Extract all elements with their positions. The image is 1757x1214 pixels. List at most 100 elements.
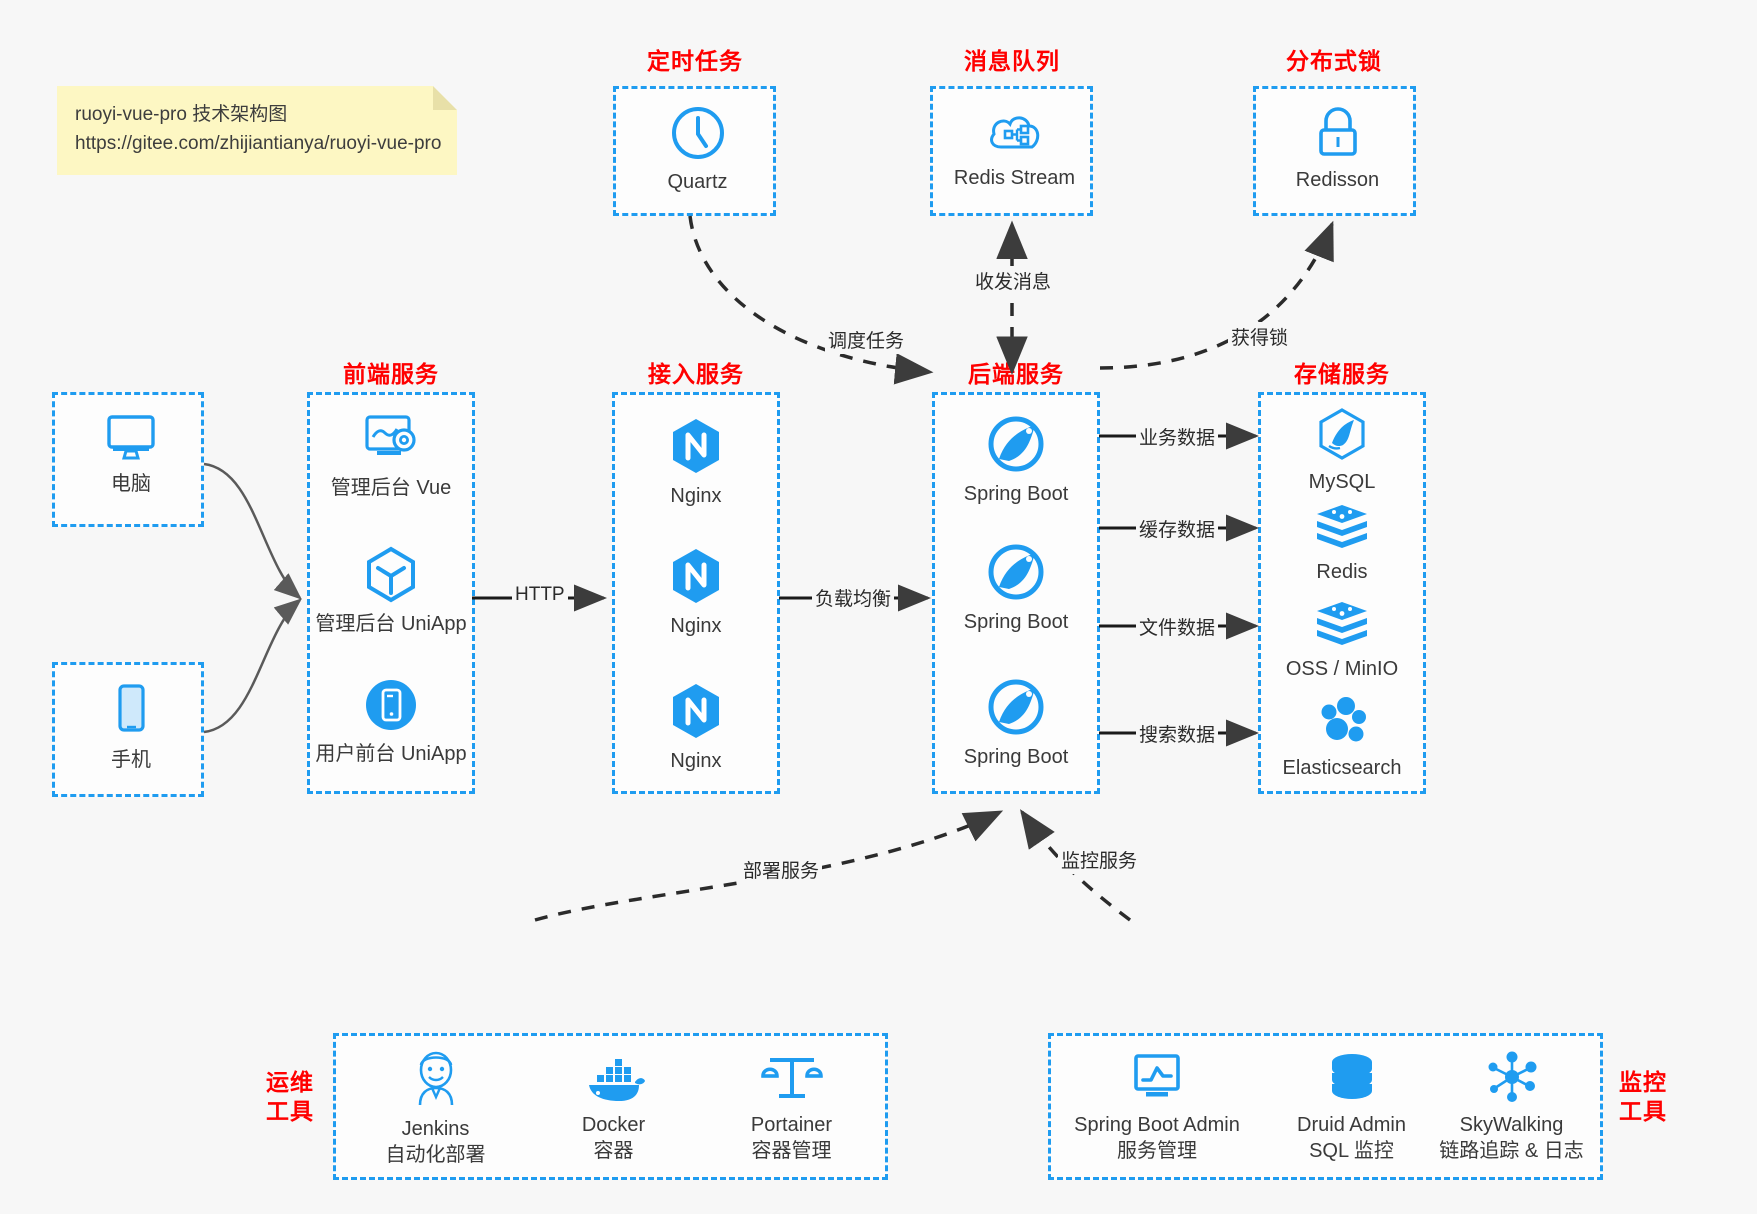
- node-mysql[interactable]: MySQL: [1261, 407, 1423, 495]
- node-desktop[interactable]: 电脑: [55, 411, 207, 497]
- node-label: Redisson: [1295, 169, 1380, 191]
- group-title-distributed-lock: 分布式锁: [1286, 48, 1382, 74]
- group-title-devops: 运维 工具: [255, 1068, 325, 1126]
- lock-icon: [1318, 107, 1357, 156]
- node-jenkins[interactable]: Jenkins 自动化部署: [348, 1048, 523, 1168]
- node-elasticsearch[interactable]: Elasticsearch: [1261, 695, 1423, 781]
- node-label: SkyWalking: [1459, 1114, 1564, 1136]
- node-nginx-1[interactable]: Nginx: [615, 417, 777, 509]
- node-label: Spring Boot: [963, 746, 1069, 768]
- node-label: MySQL: [1308, 471, 1376, 493]
- dashboard-gear-icon: [365, 415, 416, 455]
- group-title-storage: 存储服务: [1294, 361, 1390, 387]
- node-redis-stream[interactable]: Redis Stream: [933, 107, 1096, 191]
- node-admin-uniapp[interactable]: 管理后台 UniApp: [310, 545, 472, 637]
- node-label: Druid Admin: [1297, 1114, 1406, 1136]
- node-spring-boot-1[interactable]: Spring Boot: [935, 415, 1097, 507]
- group-title-frontend: 前端服务: [343, 361, 439, 387]
- node-label: 用户前台 UniApp: [315, 743, 467, 765]
- node-sublabel: 自动化部署: [385, 1144, 486, 1166]
- node-mobile[interactable]: 手机: [55, 683, 207, 773]
- database-cylinder-icon: [1331, 1054, 1372, 1099]
- edge-label-schedule: 调度任务: [825, 325, 908, 354]
- note-line-1: ruoyi-vue-pro 技术架构图: [75, 104, 288, 125]
- node-spring-boot-admin[interactable]: Spring Boot Admin 服务管理: [1057, 1052, 1257, 1164]
- edge-label-file-data: 文件数据: [1136, 612, 1219, 641]
- clock-icon: [671, 107, 724, 159]
- cloud-network-icon: [989, 116, 1039, 149]
- group-client-desktop[interactable]: 电脑: [52, 392, 204, 527]
- node-label: 电脑: [111, 473, 151, 495]
- group-distributed-lock[interactable]: Redisson: [1253, 86, 1416, 216]
- node-label: 管理后台 Vue: [330, 477, 452, 499]
- node-redisson[interactable]: Redisson: [1256, 105, 1419, 193]
- mobile-circle-icon: [366, 680, 416, 730]
- node-label: Quartz: [667, 171, 728, 193]
- group-devops-tools[interactable]: Jenkins 自动化部署 Docker 容器: [333, 1033, 888, 1180]
- group-title-scheduled-task: 定时任务: [647, 48, 743, 74]
- node-label: Nginx: [670, 615, 722, 637]
- node-label: 管理后台 UniApp: [315, 613, 467, 635]
- devops-title-line-1: 运维: [266, 1069, 314, 1095]
- group-title-gateway: 接入服务: [648, 361, 744, 387]
- mysql-dolphin-icon: [1319, 408, 1365, 460]
- redis-stack-icon: [1317, 602, 1367, 645]
- group-title-message-queue: 消息队列: [964, 48, 1060, 74]
- network-nodes-icon: [1488, 1051, 1536, 1102]
- node-label: Redis Stream: [953, 167, 1076, 189]
- group-title-monitoring: 监控 工具: [1608, 1068, 1678, 1126]
- redis-stack-icon: [1317, 505, 1367, 548]
- edge-label-lock: 获得锁: [1228, 322, 1292, 351]
- edge-label-mq: 收发消息: [972, 266, 1055, 295]
- cube-icon: [367, 546, 415, 603]
- scales-icon: [760, 1058, 823, 1098]
- node-druid-admin[interactable]: Druid Admin SQL 监控: [1264, 1052, 1439, 1164]
- node-skywalking[interactable]: SkyWalking 链路追踪 & 日志: [1419, 1050, 1604, 1164]
- note-line-2: https://gitee.com/zhijiantianya/ruoyi-vu…: [75, 133, 442, 155]
- monitoring-title-line-1: 监控: [1619, 1069, 1667, 1095]
- node-label: Nginx: [670, 485, 722, 507]
- node-docker[interactable]: Docker 容器: [526, 1056, 701, 1164]
- nginx-icon: [673, 684, 719, 738]
- group-scheduled-task[interactable]: Quartz: [613, 86, 776, 216]
- node-nginx-3[interactable]: Nginx: [615, 682, 777, 774]
- node-user-uniapp[interactable]: 用户前台 UniApp: [310, 677, 472, 767]
- group-storage[interactable]: MySQL Redis OSS / MinIO: [1258, 392, 1426, 794]
- node-label: Docker: [581, 1114, 646, 1136]
- monitor-chart-icon: [1134, 1054, 1180, 1097]
- group-title-backend: 后端服务: [968, 361, 1064, 387]
- node-sublabel: 服务管理: [1117, 1140, 1197, 1162]
- devops-title-line-2: 工具: [266, 1097, 314, 1124]
- node-label: Elasticsearch: [1282, 757, 1402, 779]
- node-label: Redis: [1316, 561, 1368, 583]
- node-oss-minio[interactable]: OSS / MinIO: [1261, 600, 1423, 682]
- group-monitoring-tools[interactable]: Spring Boot Admin 服务管理 Druid Admin SQL 监…: [1048, 1033, 1603, 1180]
- monitoring-title-line-2: 工具: [1619, 1097, 1667, 1124]
- sticky-note: ruoyi-vue-pro 技术架构图 https://gitee.com/zh…: [57, 86, 457, 175]
- node-admin-vue[interactable]: 管理后台 Vue: [310, 413, 472, 501]
- nginx-icon: [673, 549, 719, 603]
- nginx-icon: [673, 419, 719, 473]
- node-portainer[interactable]: Portainer 容器管理: [704, 1050, 879, 1164]
- node-spring-boot-3[interactable]: Spring Boot: [935, 678, 1097, 770]
- elasticsearch-icon: [1321, 697, 1366, 742]
- node-spring-boot-2[interactable]: Spring Boot: [935, 543, 1097, 635]
- edge-label-deploy: 部署服务: [740, 855, 823, 884]
- group-frontend[interactable]: 管理后台 Vue 管理后台 UniApp 用户前台 UniApp: [307, 392, 475, 794]
- docker-whale-icon: [588, 1059, 645, 1101]
- node-sublabel: SQL 监控: [1309, 1140, 1394, 1162]
- node-redis[interactable]: Redis: [1261, 503, 1423, 585]
- edge-label-monitor: 监控服务: [1058, 845, 1141, 874]
- group-gateway[interactable]: Nginx Nginx Nginx: [612, 392, 780, 794]
- group-message-queue[interactable]: Redis Stream: [930, 86, 1093, 216]
- node-label: Spring Boot: [963, 611, 1069, 633]
- group-client-mobile[interactable]: 手机: [52, 662, 204, 797]
- node-quartz[interactable]: Quartz: [616, 105, 779, 195]
- edge-label-search-data: 搜索数据: [1136, 719, 1219, 748]
- group-backend[interactable]: Spring Boot Spring Boot Spring Boot: [932, 392, 1100, 794]
- spring-leaf-icon: [988, 416, 1044, 472]
- node-label: OSS / MinIO: [1285, 658, 1399, 680]
- node-label: 手机: [111, 749, 151, 771]
- node-nginx-2[interactable]: Nginx: [615, 547, 777, 639]
